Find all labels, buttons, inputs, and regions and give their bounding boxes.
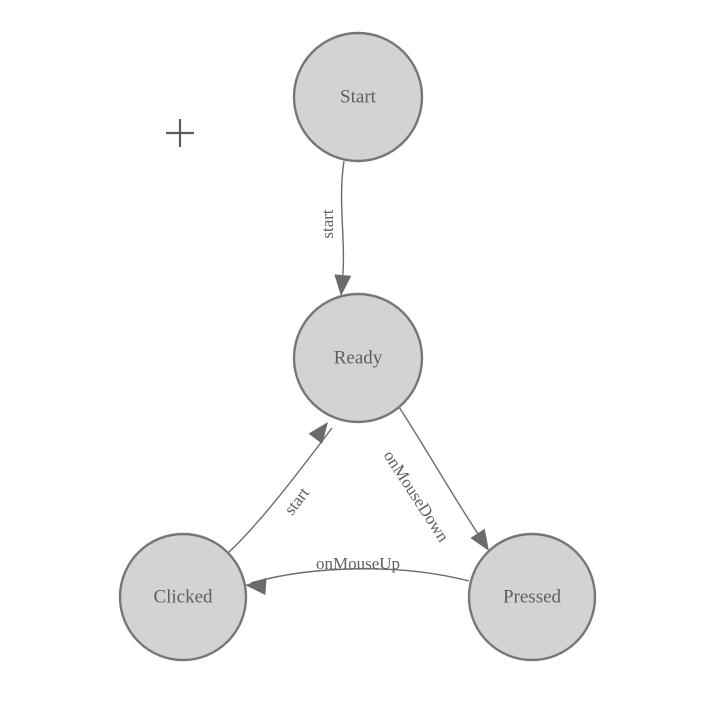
edge-label-pressed-to-clicked: onMouseUp (316, 554, 400, 573)
node-circle-pressed[interactable] (467, 532, 597, 662)
node-label-ready: Ready (334, 347, 383, 368)
node-circle-start[interactable] (292, 31, 424, 163)
edge-pressed-to-clicked[interactable]: onMouseUp (244, 554, 470, 595)
node-pressed[interactable]: Pressed (467, 532, 597, 662)
edge-label-ready-to-pressed: onMouseDown (380, 447, 453, 546)
node-label-start: Start (340, 86, 377, 107)
node-clicked[interactable]: Clicked (118, 532, 248, 662)
edge-ready-to-pressed[interactable]: onMouseDown (380, 406, 496, 556)
edge-line-ready-to-pressed (398, 406, 485, 544)
edge-arrowhead-pressed-to-clicked (245, 577, 267, 595)
edge-line-start-to-ready (340, 160, 345, 291)
edge-arrowhead-clicked-to-ready (308, 422, 328, 444)
edge-arrowhead-ready-to-pressed (470, 528, 489, 551)
edge-clicked-to-ready[interactable]: start (227, 417, 335, 554)
edge-line-clicked-to-ready (227, 427, 333, 554)
edge-arrowhead-start-to-ready (334, 274, 352, 296)
edge-label-start-to-ready: start (318, 209, 337, 239)
edge-start-to-ready[interactable]: start (318, 160, 352, 297)
node-start[interactable]: Start (292, 31, 424, 163)
node-label-clicked: Clicked (153, 586, 213, 607)
crosshair-marker[interactable] (166, 119, 194, 147)
edge-line-pressed-to-clicked (250, 568, 470, 584)
node-label-pressed: Pressed (503, 586, 562, 607)
node-circle-clicked[interactable] (118, 532, 248, 662)
node-circle-ready[interactable] (292, 292, 424, 424)
node-ready[interactable]: Ready (292, 292, 424, 424)
crosshair-marker-layer (166, 119, 194, 147)
